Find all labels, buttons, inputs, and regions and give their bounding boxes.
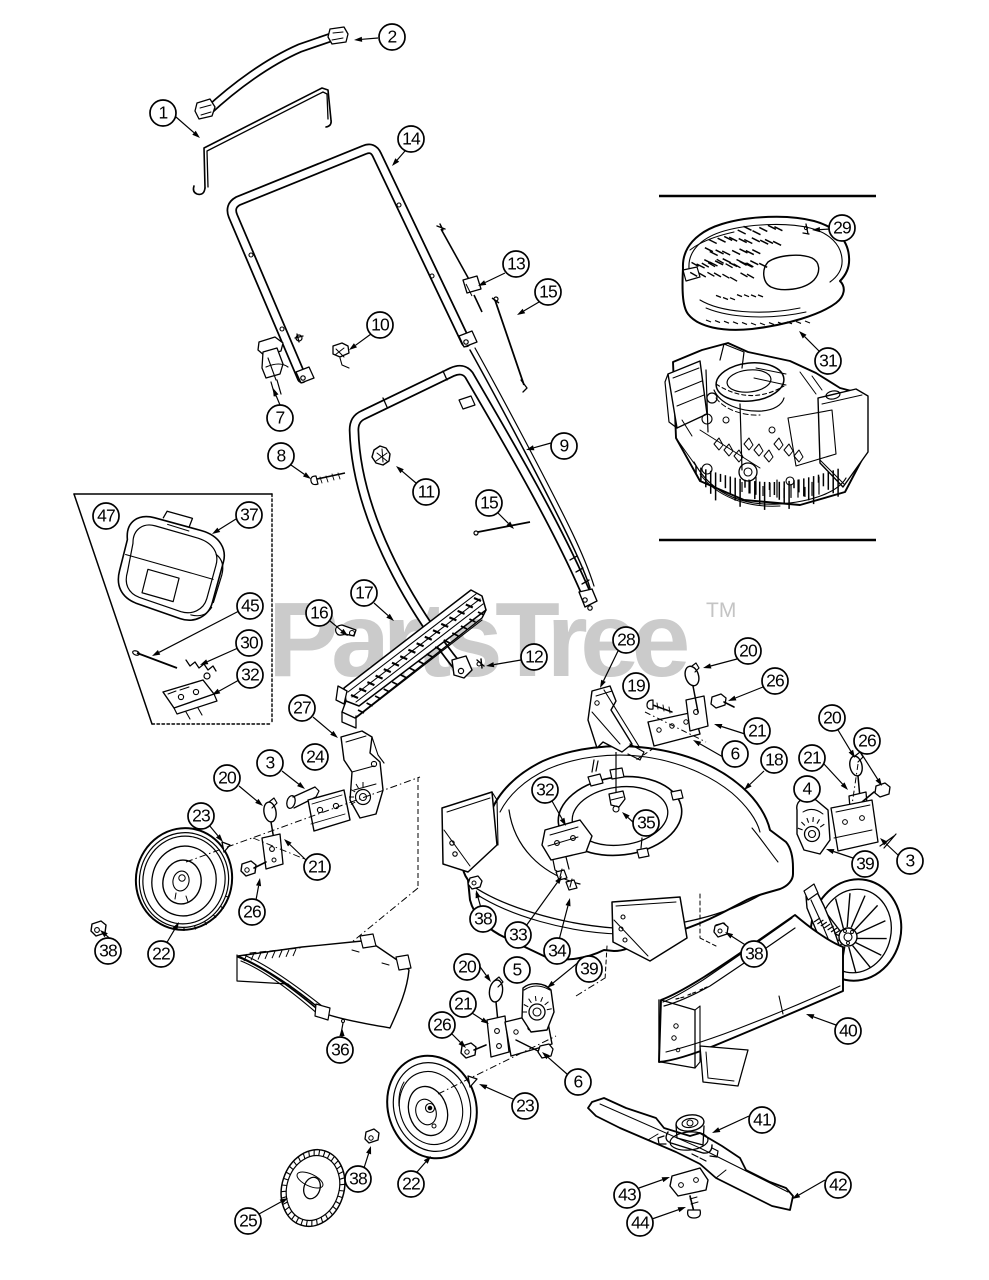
svg-text:21: 21 bbox=[803, 748, 821, 768]
svg-text:38: 38 bbox=[474, 909, 492, 929]
svg-text:22: 22 bbox=[402, 1174, 420, 1194]
svg-text:23: 23 bbox=[516, 1096, 534, 1116]
svg-text:16: 16 bbox=[310, 603, 328, 623]
svg-text:39: 39 bbox=[856, 854, 874, 874]
svg-text:20: 20 bbox=[823, 708, 842, 728]
svg-text:11: 11 bbox=[418, 482, 435, 502]
svg-text:3: 3 bbox=[266, 753, 275, 773]
svg-text:2: 2 bbox=[388, 27, 397, 47]
svg-text:8: 8 bbox=[277, 446, 286, 466]
svg-text:27: 27 bbox=[293, 698, 311, 718]
svg-text:20: 20 bbox=[458, 957, 477, 977]
svg-text:21: 21 bbox=[308, 857, 326, 877]
svg-text:19: 19 bbox=[627, 676, 645, 696]
svg-text:1: 1 bbox=[159, 103, 168, 123]
svg-text:18: 18 bbox=[765, 750, 783, 770]
svg-text:7: 7 bbox=[276, 408, 285, 428]
svg-text:36: 36 bbox=[331, 1040, 349, 1060]
svg-text:20: 20 bbox=[218, 768, 237, 788]
svg-text:26: 26 bbox=[858, 731, 876, 751]
svg-text:40: 40 bbox=[839, 1021, 858, 1041]
svg-text:31: 31 bbox=[819, 351, 837, 371]
svg-text:24: 24 bbox=[306, 747, 325, 767]
svg-text:38: 38 bbox=[99, 941, 117, 961]
svg-text:14: 14 bbox=[402, 129, 421, 149]
svg-text:22: 22 bbox=[152, 944, 170, 964]
svg-text:45: 45 bbox=[241, 596, 259, 616]
svg-text:20: 20 bbox=[739, 641, 758, 661]
svg-text:5: 5 bbox=[513, 960, 522, 980]
svg-text:29: 29 bbox=[833, 218, 851, 238]
svg-text:26: 26 bbox=[243, 902, 261, 922]
svg-text:23: 23 bbox=[192, 806, 210, 826]
svg-text:32: 32 bbox=[241, 665, 259, 685]
svg-text:21: 21 bbox=[748, 721, 766, 741]
svg-text:9: 9 bbox=[560, 436, 569, 456]
svg-text:17: 17 bbox=[355, 583, 373, 603]
svg-text:TM: TM bbox=[706, 599, 736, 622]
svg-text:25: 25 bbox=[239, 1211, 257, 1231]
svg-text:13: 13 bbox=[507, 254, 525, 274]
svg-text:32: 32 bbox=[536, 780, 554, 800]
svg-text:15: 15 bbox=[539, 282, 557, 302]
svg-text:26: 26 bbox=[433, 1015, 451, 1035]
svg-text:41: 41 bbox=[753, 1110, 771, 1130]
svg-text:3: 3 bbox=[906, 851, 915, 871]
svg-text:47: 47 bbox=[97, 506, 115, 526]
svg-text:44: 44 bbox=[631, 1213, 650, 1233]
svg-text:39: 39 bbox=[580, 959, 598, 979]
svg-text:38: 38 bbox=[745, 944, 763, 964]
svg-text:34: 34 bbox=[548, 941, 567, 961]
svg-text:6: 6 bbox=[731, 744, 740, 764]
svg-text:15: 15 bbox=[480, 493, 498, 513]
svg-text:43: 43 bbox=[618, 1185, 636, 1205]
svg-text:12: 12 bbox=[525, 647, 543, 667]
svg-text:26: 26 bbox=[766, 671, 784, 691]
svg-text:4: 4 bbox=[803, 779, 813, 799]
svg-text:21: 21 bbox=[454, 994, 472, 1014]
svg-text:42: 42 bbox=[829, 1175, 847, 1195]
svg-text:10: 10 bbox=[371, 315, 390, 335]
svg-text:37: 37 bbox=[240, 505, 258, 525]
svg-text:38: 38 bbox=[349, 1169, 367, 1189]
svg-text:35: 35 bbox=[637, 813, 655, 833]
svg-text:6: 6 bbox=[574, 1072, 583, 1092]
svg-text:30: 30 bbox=[240, 633, 259, 653]
svg-text:28: 28 bbox=[617, 630, 635, 650]
svg-text:33: 33 bbox=[509, 925, 527, 945]
